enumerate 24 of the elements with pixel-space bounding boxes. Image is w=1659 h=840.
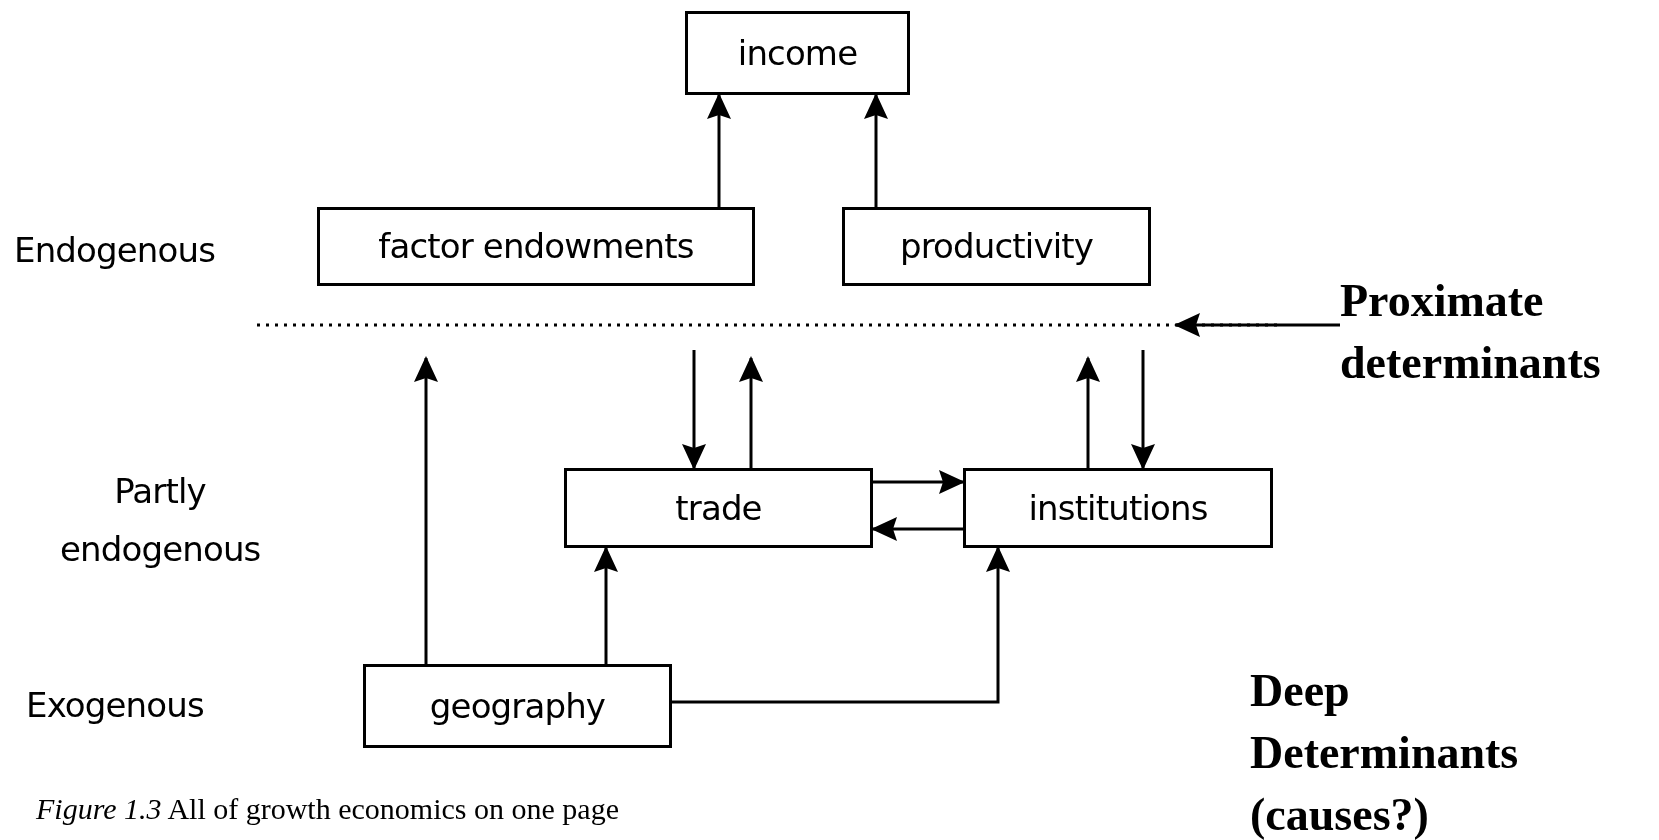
callout-text: Proximate determinants xyxy=(1340,270,1652,390)
process-box: geography xyxy=(363,664,672,748)
process-box: productivity xyxy=(842,207,1151,286)
arrow xyxy=(414,356,438,664)
arrow xyxy=(1076,356,1100,468)
process-box: trade xyxy=(564,468,873,548)
process-box: income xyxy=(685,11,910,95)
side-note: Deep Determinants (causes?) xyxy=(1250,664,1520,840)
arrow xyxy=(1174,313,1340,337)
arrow xyxy=(682,350,706,470)
arrow xyxy=(707,93,731,207)
row-label: Exogenous xyxy=(26,684,205,727)
figure-caption: Figure 1.3 All of growth economics on one page xyxy=(36,791,619,827)
process-box: institutions xyxy=(963,468,1273,548)
process-box: factor endowments xyxy=(317,207,755,286)
arrow xyxy=(864,93,888,207)
arrow xyxy=(594,546,618,664)
arrow xyxy=(873,470,965,494)
arrow xyxy=(871,517,963,541)
row-label: Endogenous xyxy=(14,229,217,272)
arrow xyxy=(739,356,763,468)
row-label: Partly endogenous xyxy=(60,470,260,571)
arrow xyxy=(1131,350,1155,470)
arrow xyxy=(672,546,1010,704)
